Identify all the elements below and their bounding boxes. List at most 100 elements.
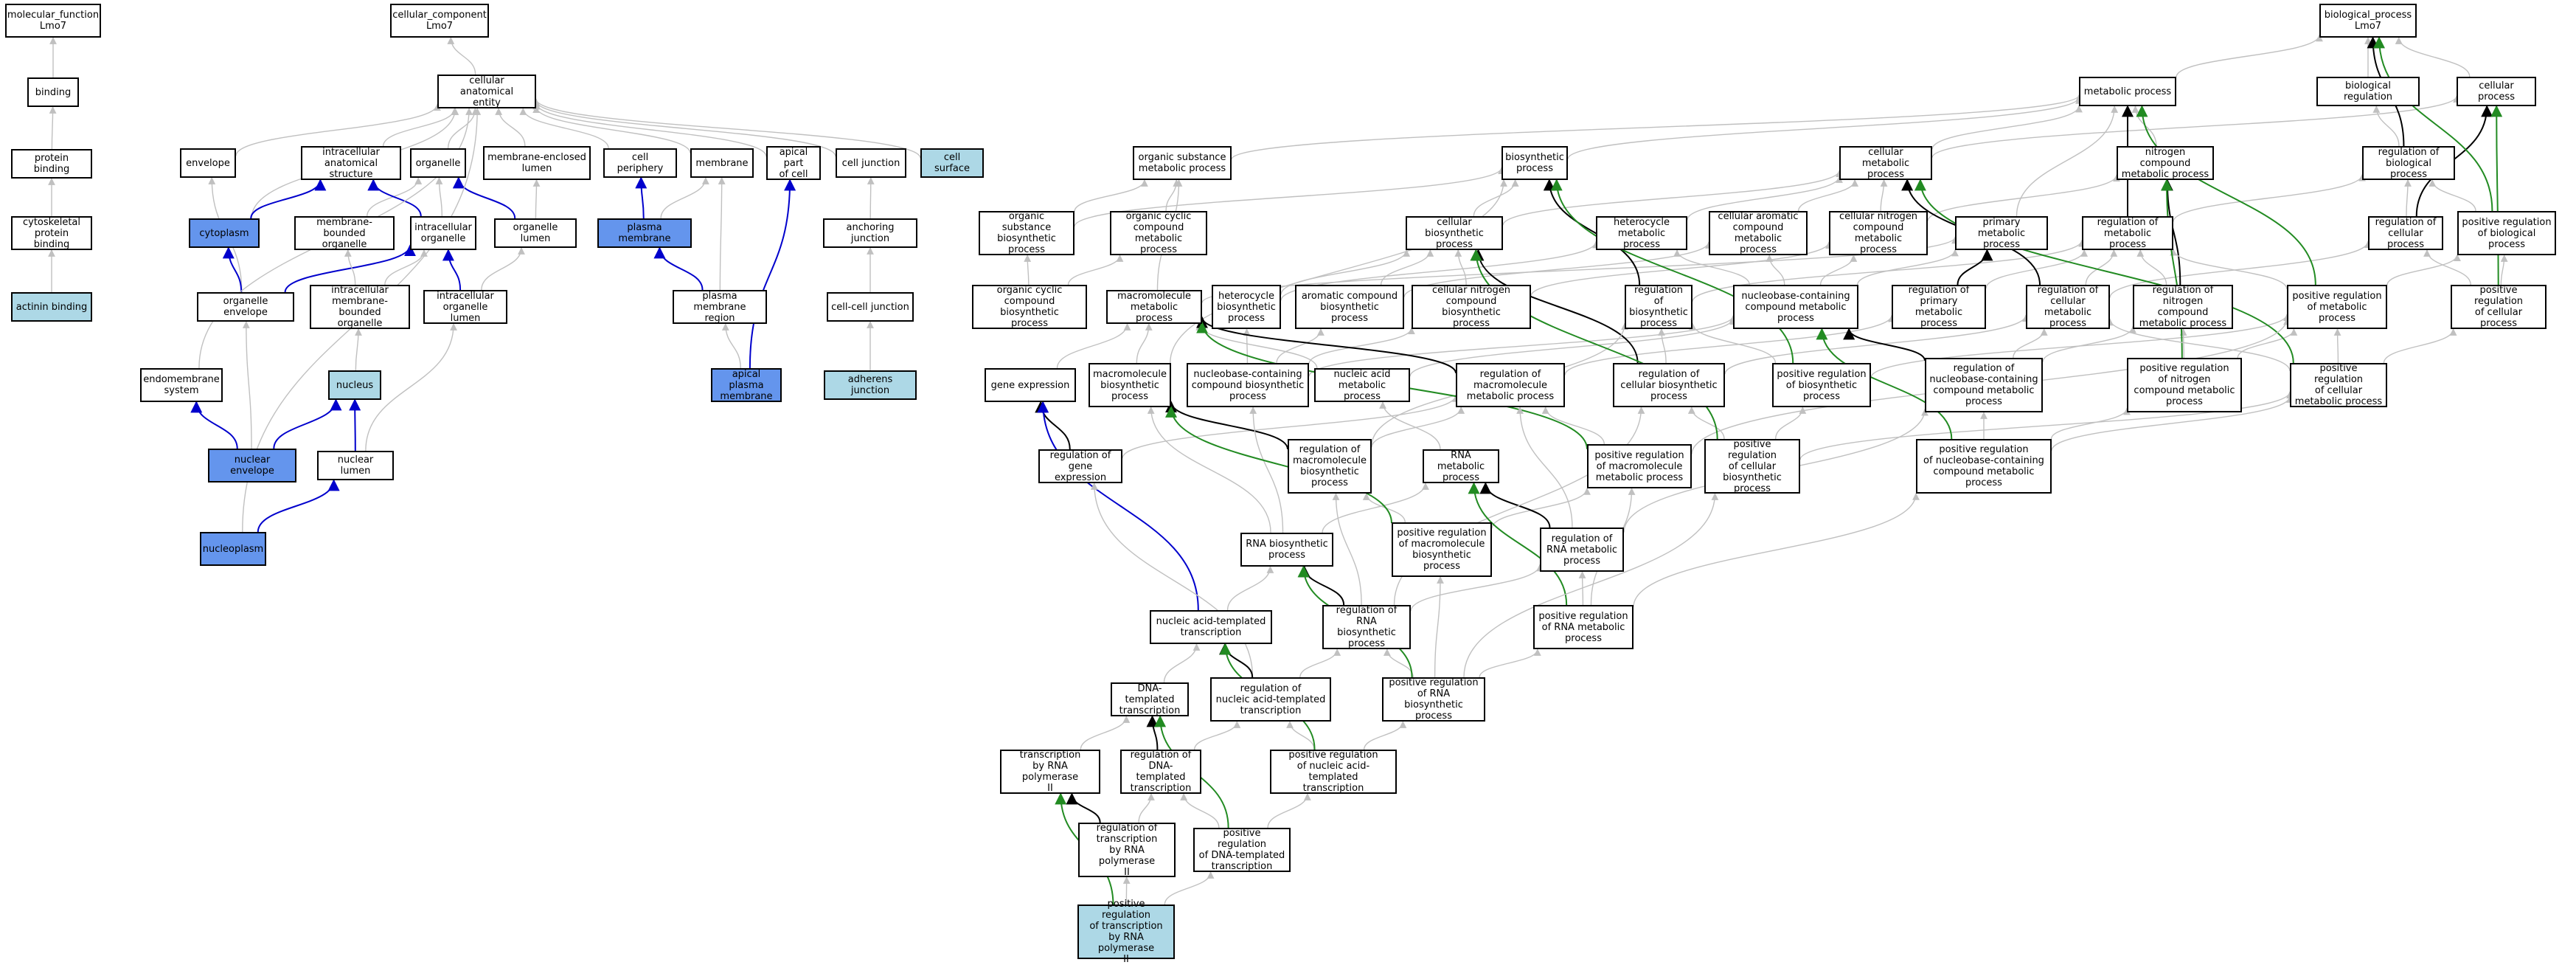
term-node-regmp[interactable]: regulation of metabolic process — [2082, 216, 2173, 250]
term-node-cncmp[interactable]: cellular nitrogen compound metabolic pro… — [1829, 211, 1928, 255]
term-node-cncbp[interactable]: cellular nitrogen compound biosynthetic … — [1412, 285, 1531, 329]
term-node-cmp[interactable]: cellular metabolic process — [1839, 146, 1932, 180]
edge-is-a — [1364, 722, 1403, 750]
term-node-mbp[interactable]: macromolecule biosynthetic process — [1089, 363, 1171, 407]
term-node-cytoskel[interactable]: cytoskeletal protein binding — [11, 216, 92, 250]
term-node-mf[interactable]: molecular_function Lmo7 — [5, 4, 101, 38]
term-node-celljunction[interactable]: cell junction — [836, 148, 906, 178]
term-node-nucenv[interactable]: nuclear envelope — [208, 449, 296, 482]
term-node-posregcp[interactable]: positive regulation of cellular process — [2451, 285, 2547, 329]
term-node-regpmp[interactable]: regulation of primary metabolic process — [1892, 285, 1986, 329]
term-node-organelle[interactable]: organelle — [410, 148, 466, 178]
term-node-nacmp[interactable]: nucleic acid metabolic process — [1314, 368, 1410, 402]
term-node-acbp[interactable]: aromatic compound biosynthetic process — [1295, 285, 1404, 329]
term-node-posregcmp[interactable]: positive regulation of cellular metaboli… — [2290, 363, 2387, 407]
term-node-macmp[interactable]: macromolecule metabolic process — [1106, 290, 1202, 324]
term-node-regmbp[interactable]: regulation of macromolecule biosynthetic… — [1288, 439, 1372, 494]
term-node-posregncmp[interactable]: positive regulation of nitrogen compound… — [2127, 358, 2242, 412]
term-node-occbp[interactable]: organic cyclic compound biosynthetic pro… — [972, 285, 1087, 329]
term-node-regcbp[interactable]: regulation of cellular biosynthetic proc… — [1613, 363, 1725, 407]
term-node-rnabp[interactable]: RNA biosynthetic process — [1240, 533, 1333, 567]
term-node-iol[interactable]: intracellular organelle lumen — [423, 290, 507, 324]
term-node-ncmp[interactable]: nitrogen compound metabolic process — [2117, 146, 2214, 180]
term-node-membencl[interactable]: membrane-enclosed lumen — [483, 146, 591, 180]
term-node-intorg[interactable]: intracellular organelle — [410, 216, 476, 250]
term-node-regrnamp[interactable]: regulation of RNA metabolic process — [1540, 528, 1624, 572]
term-node-posregtrpol2[interactable]: positive regulation of transcription by … — [1077, 905, 1175, 959]
term-node-envelope[interactable]: envelope — [180, 148, 236, 178]
term-node-posregbp[interactable]: positive regulation of biological proces… — [2457, 211, 2556, 255]
term-node-actinin[interactable]: actinin binding — [11, 292, 92, 322]
term-node-hmp[interactable]: heterocycle metabolic process — [1596, 216, 1687, 250]
term-node-nucleoplasm[interactable]: nucleoplasm — [200, 532, 266, 566]
edge-is-a — [1151, 407, 1271, 533]
term-node-cytoplasm[interactable]: cytoplasm — [189, 218, 260, 248]
edge-part-of — [258, 480, 334, 532]
term-node-regnatt[interactable]: regulation of nucleic acid-templated tra… — [1210, 677, 1331, 722]
term-node-protbind[interactable]: protein binding — [11, 149, 92, 179]
term-node-dtt[interactable]: DNA-templated transcription — [1111, 682, 1189, 716]
term-node-apm[interactable]: apical plasma membrane — [711, 368, 782, 402]
term-node-regncmp[interactable]: regulation of nitrogen compound metaboli… — [2133, 285, 2233, 329]
term-node-orglumen[interactable]: organelle lumen — [494, 218, 577, 248]
term-node-orgenv[interactable]: organelle envelope — [197, 292, 294, 322]
term-node-posregcbp[interactable]: positive regulation of cellular biosynth… — [1704, 439, 1800, 494]
term-node-hbp[interactable]: heterocycle biosynthetic process — [1212, 285, 1281, 329]
term-node-nbcmp[interactable]: nucleobase-containing compound metabolic… — [1733, 285, 1858, 329]
term-node-bioreg[interactable]: biological regulation — [2316, 77, 2420, 106]
term-node-cellper[interactable]: cell periphery — [603, 148, 677, 178]
term-node-posregmbp[interactable]: positive regulation of macromolecule bio… — [1392, 522, 1492, 577]
term-node-nbcbp[interactable]: nucleobase-containing compound biosynthe… — [1187, 363, 1309, 407]
term-node-cellproc[interactable]: cellular process — [2457, 77, 2536, 106]
term-node-binding[interactable]: binding — [27, 77, 79, 107]
term-node-occmp[interactable]: organic cyclic compound metabolic proces… — [1110, 211, 1207, 255]
term-node-ccjunc[interactable]: cell-cell junction — [827, 292, 914, 322]
term-node-regtrpol2[interactable]: regulation of transcription by RNA polym… — [1078, 823, 1176, 877]
term-node-cacmp[interactable]: cellular aromatic compound metabolic pro… — [1709, 211, 1808, 255]
term-node-regmacmp[interactable]: regulation of macromolecule metabolic pr… — [1456, 363, 1565, 407]
term-node-posregmp[interactable]: positive regulation of metabolic process — [2287, 285, 2387, 329]
term-node-metab[interactable]: metabolic process — [2079, 77, 2176, 106]
term-node-bp[interactable]: biological_process Lmo7 — [2319, 4, 2417, 38]
term-node-regdtt[interactable]: regulation of DNA-templated transcriptio… — [1120, 750, 1201, 794]
term-node-endomem[interactable]: endomembrane system — [140, 368, 223, 402]
term-node-plasmamem[interactable]: plasma membrane — [597, 218, 692, 248]
term-node-posregmacmp[interactable]: positive regulation of macromolecule met… — [1587, 444, 1692, 488]
term-node-nucleus[interactable]: nucleus — [328, 370, 381, 400]
term-node-geneexp[interactable]: gene expression — [985, 368, 1076, 402]
term-node-adherens[interactable]: adherens junction — [824, 370, 917, 400]
term-node-posregbiosyn[interactable]: positive regulation of biosynthetic proc… — [1772, 363, 1871, 407]
term-node-posregnatt[interactable]: positive regulation of nucleic acid-temp… — [1270, 750, 1397, 794]
term-node-cc[interactable]: cellular_component Lmo7 — [390, 4, 489, 38]
term-node-regcp[interactable]: regulation of cellular process — [2368, 216, 2443, 250]
term-node-mbo[interactable]: membrane-bounded organelle — [294, 216, 395, 250]
term-node-biosyn[interactable]: biosynthetic process — [1501, 146, 1568, 180]
term-node-posregrnabp[interactable]: positive regulation of RNA biosynthetic … — [1382, 677, 1485, 722]
term-node-trpol2[interactable]: transcription by RNA polymerase II — [1000, 750, 1100, 794]
term-node-nuclumen[interactable]: nuclear lumen — [317, 451, 394, 480]
term-node-regnbcmp[interactable]: regulation of nucleobase-containing comp… — [1925, 358, 2043, 412]
term-node-posregrnamp[interactable]: positive regulation of RNA metabolic pro… — [1533, 605, 1634, 649]
term-node-natt[interactable]: nucleic acid-templated transcription — [1150, 610, 1272, 644]
term-node-osbp[interactable]: organic substance biosynthetic process — [979, 211, 1075, 255]
term-node-regrnabp[interactable]: regulation of RNA biosynthetic process — [1322, 605, 1411, 649]
term-node-apicalpart[interactable]: apical part of cell — [766, 146, 821, 180]
term-node-posregnbcmp[interactable]: positive regulation of nucleobase-contai… — [1916, 439, 2052, 494]
term-node-rnamp[interactable]: RNA metabolic process — [1423, 449, 1499, 483]
term-node-pmp[interactable]: primary metabolic process — [1955, 216, 2048, 250]
term-node-osmp[interactable]: organic substance metabolic process — [1133, 146, 1232, 180]
term-node-cellsurface[interactable]: cell surface — [920, 148, 984, 178]
term-node-imbo[interactable]: intracellular membrane-bounded organelle — [310, 285, 410, 329]
term-node-regbp[interactable]: regulation of biological process — [2362, 146, 2455, 180]
term-node-membrane[interactable]: membrane — [690, 148, 754, 178]
term-node-anchjunc[interactable]: anchoring junction — [823, 218, 917, 248]
term-node-regbiosyn[interactable]: regulation of biosynthetic process — [1625, 285, 1693, 329]
edge-positively-regulates — [1476, 250, 1717, 439]
term-node-cae[interactable]: cellular anatomical entity — [437, 75, 536, 108]
term-node-posregdtt[interactable]: positive regulation of DNA-templated tra… — [1193, 828, 1291, 872]
term-node-cbp[interactable]: cellular biosynthetic process — [1406, 216, 1503, 250]
term-node-regcmp[interactable]: regulation of cellular metabolic process — [2026, 285, 2110, 329]
term-node-ias[interactable]: intracellular anatomical structure — [301, 146, 401, 180]
term-node-pmr[interactable]: plasma membrane region — [673, 290, 767, 324]
term-node-reggeneexp[interactable]: regulation of gene expression — [1038, 449, 1122, 483]
